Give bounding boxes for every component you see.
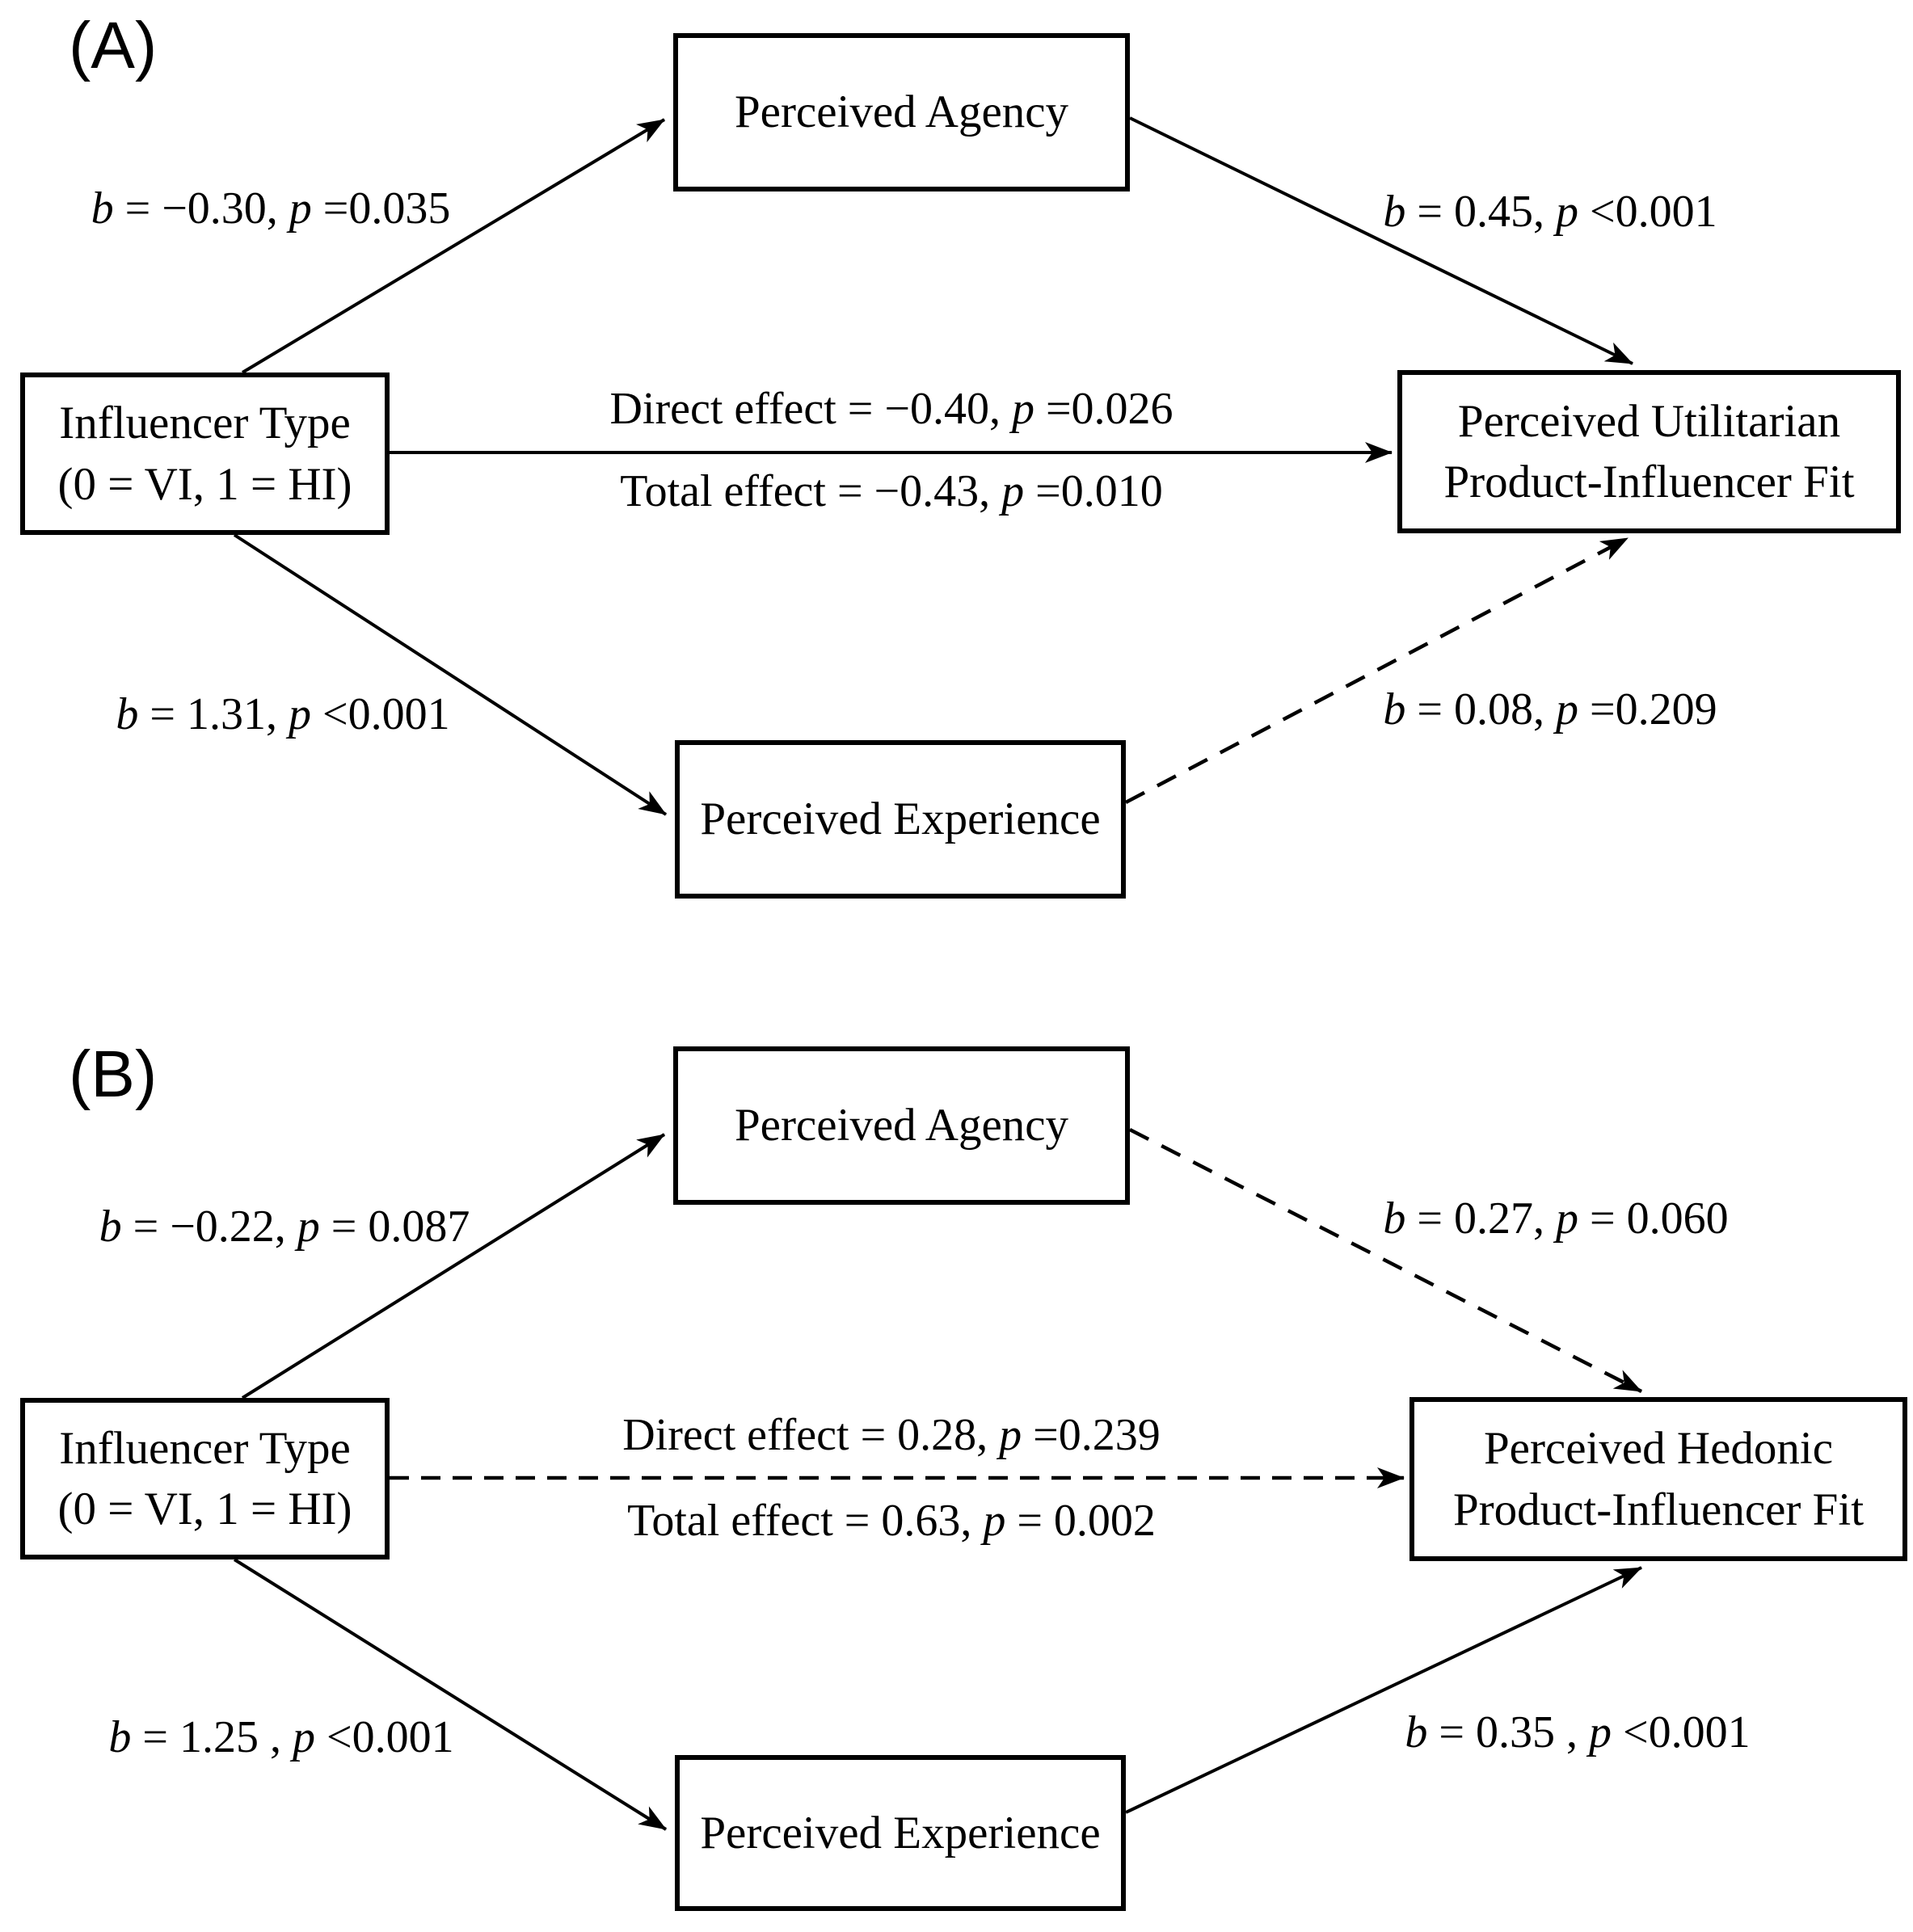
arrow-a-experience-to-outcome-dashed	[1124, 537, 1629, 804]
box-label-line2: Product-Influencer Fit	[1443, 457, 1855, 507]
path-label-a-direct-effect: Direct effect = −0.40, p =0.026	[609, 384, 1174, 434]
box-label-line1: Perceived Hedonic	[1483, 1423, 1834, 1475]
box-label: Perceived Agency	[734, 86, 1069, 138]
path-label-b-total-effect: Total effect = 0.63, p = 0.002	[627, 1496, 1156, 1546]
path-label-b-predictor-to-agency: b = −0.22, p = 0.087	[99, 1202, 470, 1252]
box-label: Perceived Experience	[700, 793, 1101, 845]
p-symbol: p	[1589, 1707, 1612, 1757]
box-label-line1: Influencer Type	[59, 1422, 351, 1474]
path-label-a-experience-to-outcome: b = 0.08, p =0.209	[1383, 684, 1717, 734]
box-a-perceived-agency: Perceived Agency	[673, 33, 1130, 192]
box-label-line2: (0 = VI, 1 = HI)	[57, 458, 352, 510]
coef-symbol: b	[99, 1202, 122, 1252]
box-a-influencer-type: Influencer Type (0 = VI, 1 = HI)	[20, 373, 390, 535]
p-symbol: p	[289, 183, 312, 234]
p-symbol: p	[1556, 1193, 1578, 1244]
path-label-a-agency-to-outcome: b = 0.45, p <0.001	[1383, 187, 1717, 237]
box-label-line1: Influencer Type	[59, 398, 351, 449]
box-label: Perceived Agency	[734, 1100, 1069, 1151]
coef-symbol: b	[1383, 1193, 1406, 1244]
arrow-a-predictor-to-experience	[233, 533, 668, 816]
p-symbol: p	[1556, 684, 1578, 734]
box-b-influencer-type: Influencer Type (0 = VI, 1 = HI)	[20, 1398, 390, 1559]
box-b-perceived-hedonic-fit: Perceived Hedonic Product-Influencer Fit	[1409, 1397, 1907, 1561]
path-label-b-experience-to-outcome: b = 0.35 , p <0.001	[1405, 1707, 1751, 1757]
p-symbol: p	[289, 689, 311, 739]
p-symbol: p	[1556, 187, 1578, 237]
p-symbol: p	[1001, 466, 1025, 516]
coef-symbol: b	[116, 689, 139, 739]
path-label-b-direct-effect: Direct effect = 0.28, p =0.239	[622, 1410, 1161, 1460]
panel-b-label: (B)	[69, 1038, 158, 1111]
coef-symbol: b	[1383, 684, 1406, 734]
box-label-line2: Product-Influencer Fit	[1452, 1484, 1865, 1535]
path-label-a-predictor-to-experience: b = 1.31, p <0.001	[116, 689, 450, 739]
coef-symbol: b	[1405, 1707, 1428, 1757]
panel-a-label: (A)	[69, 9, 158, 82]
box-a-perceived-utilitarian-fit: Perceived Utilitarian Product-Influencer…	[1397, 370, 1901, 533]
coef-symbol: b	[108, 1712, 132, 1762]
arrow-a-predictor-to-agency	[241, 118, 666, 374]
arrow-a-agency-to-outcome	[1129, 116, 1633, 365]
arrow-b-predictor-to-experience	[233, 1558, 668, 1831]
coef-symbol: b	[1383, 187, 1406, 237]
path-label-b-predictor-to-experience: b = 1.25 , p <0.001	[108, 1712, 454, 1762]
arrow-b-predictor-to-agency	[241, 1133, 666, 1400]
p-symbol: p	[1011, 384, 1034, 434]
p-symbol: p	[297, 1202, 320, 1252]
box-a-perceived-experience: Perceived Experience	[675, 740, 1126, 899]
coef-symbol: b	[91, 183, 114, 234]
p-symbol: p	[983, 1496, 1006, 1546]
box-b-perceived-agency: Perceived Agency	[673, 1046, 1130, 1205]
box-label-line1: Perceived Utilitarian	[1457, 395, 1841, 447]
path-label-a-total-effect: Total effect = −0.43, p =0.010	[620, 466, 1163, 516]
box-label-line2: (0 = VI, 1 = HI)	[57, 1484, 352, 1534]
p-symbol: p	[999, 1410, 1022, 1460]
p-symbol: p	[293, 1712, 315, 1762]
box-label: Perceived Experience	[700, 1807, 1101, 1858]
path-label-b-agency-to-outcome: b = 0.27, p = 0.060	[1383, 1193, 1729, 1244]
path-label-a-predictor-to-agency: b = −0.30, p =0.035	[91, 183, 451, 234]
box-b-perceived-experience: Perceived Experience	[675, 1755, 1126, 1911]
arrow-b-agency-to-outcome-dashed	[1128, 1127, 1643, 1394]
arrow-b-experience-to-outcome	[1125, 1566, 1642, 1814]
